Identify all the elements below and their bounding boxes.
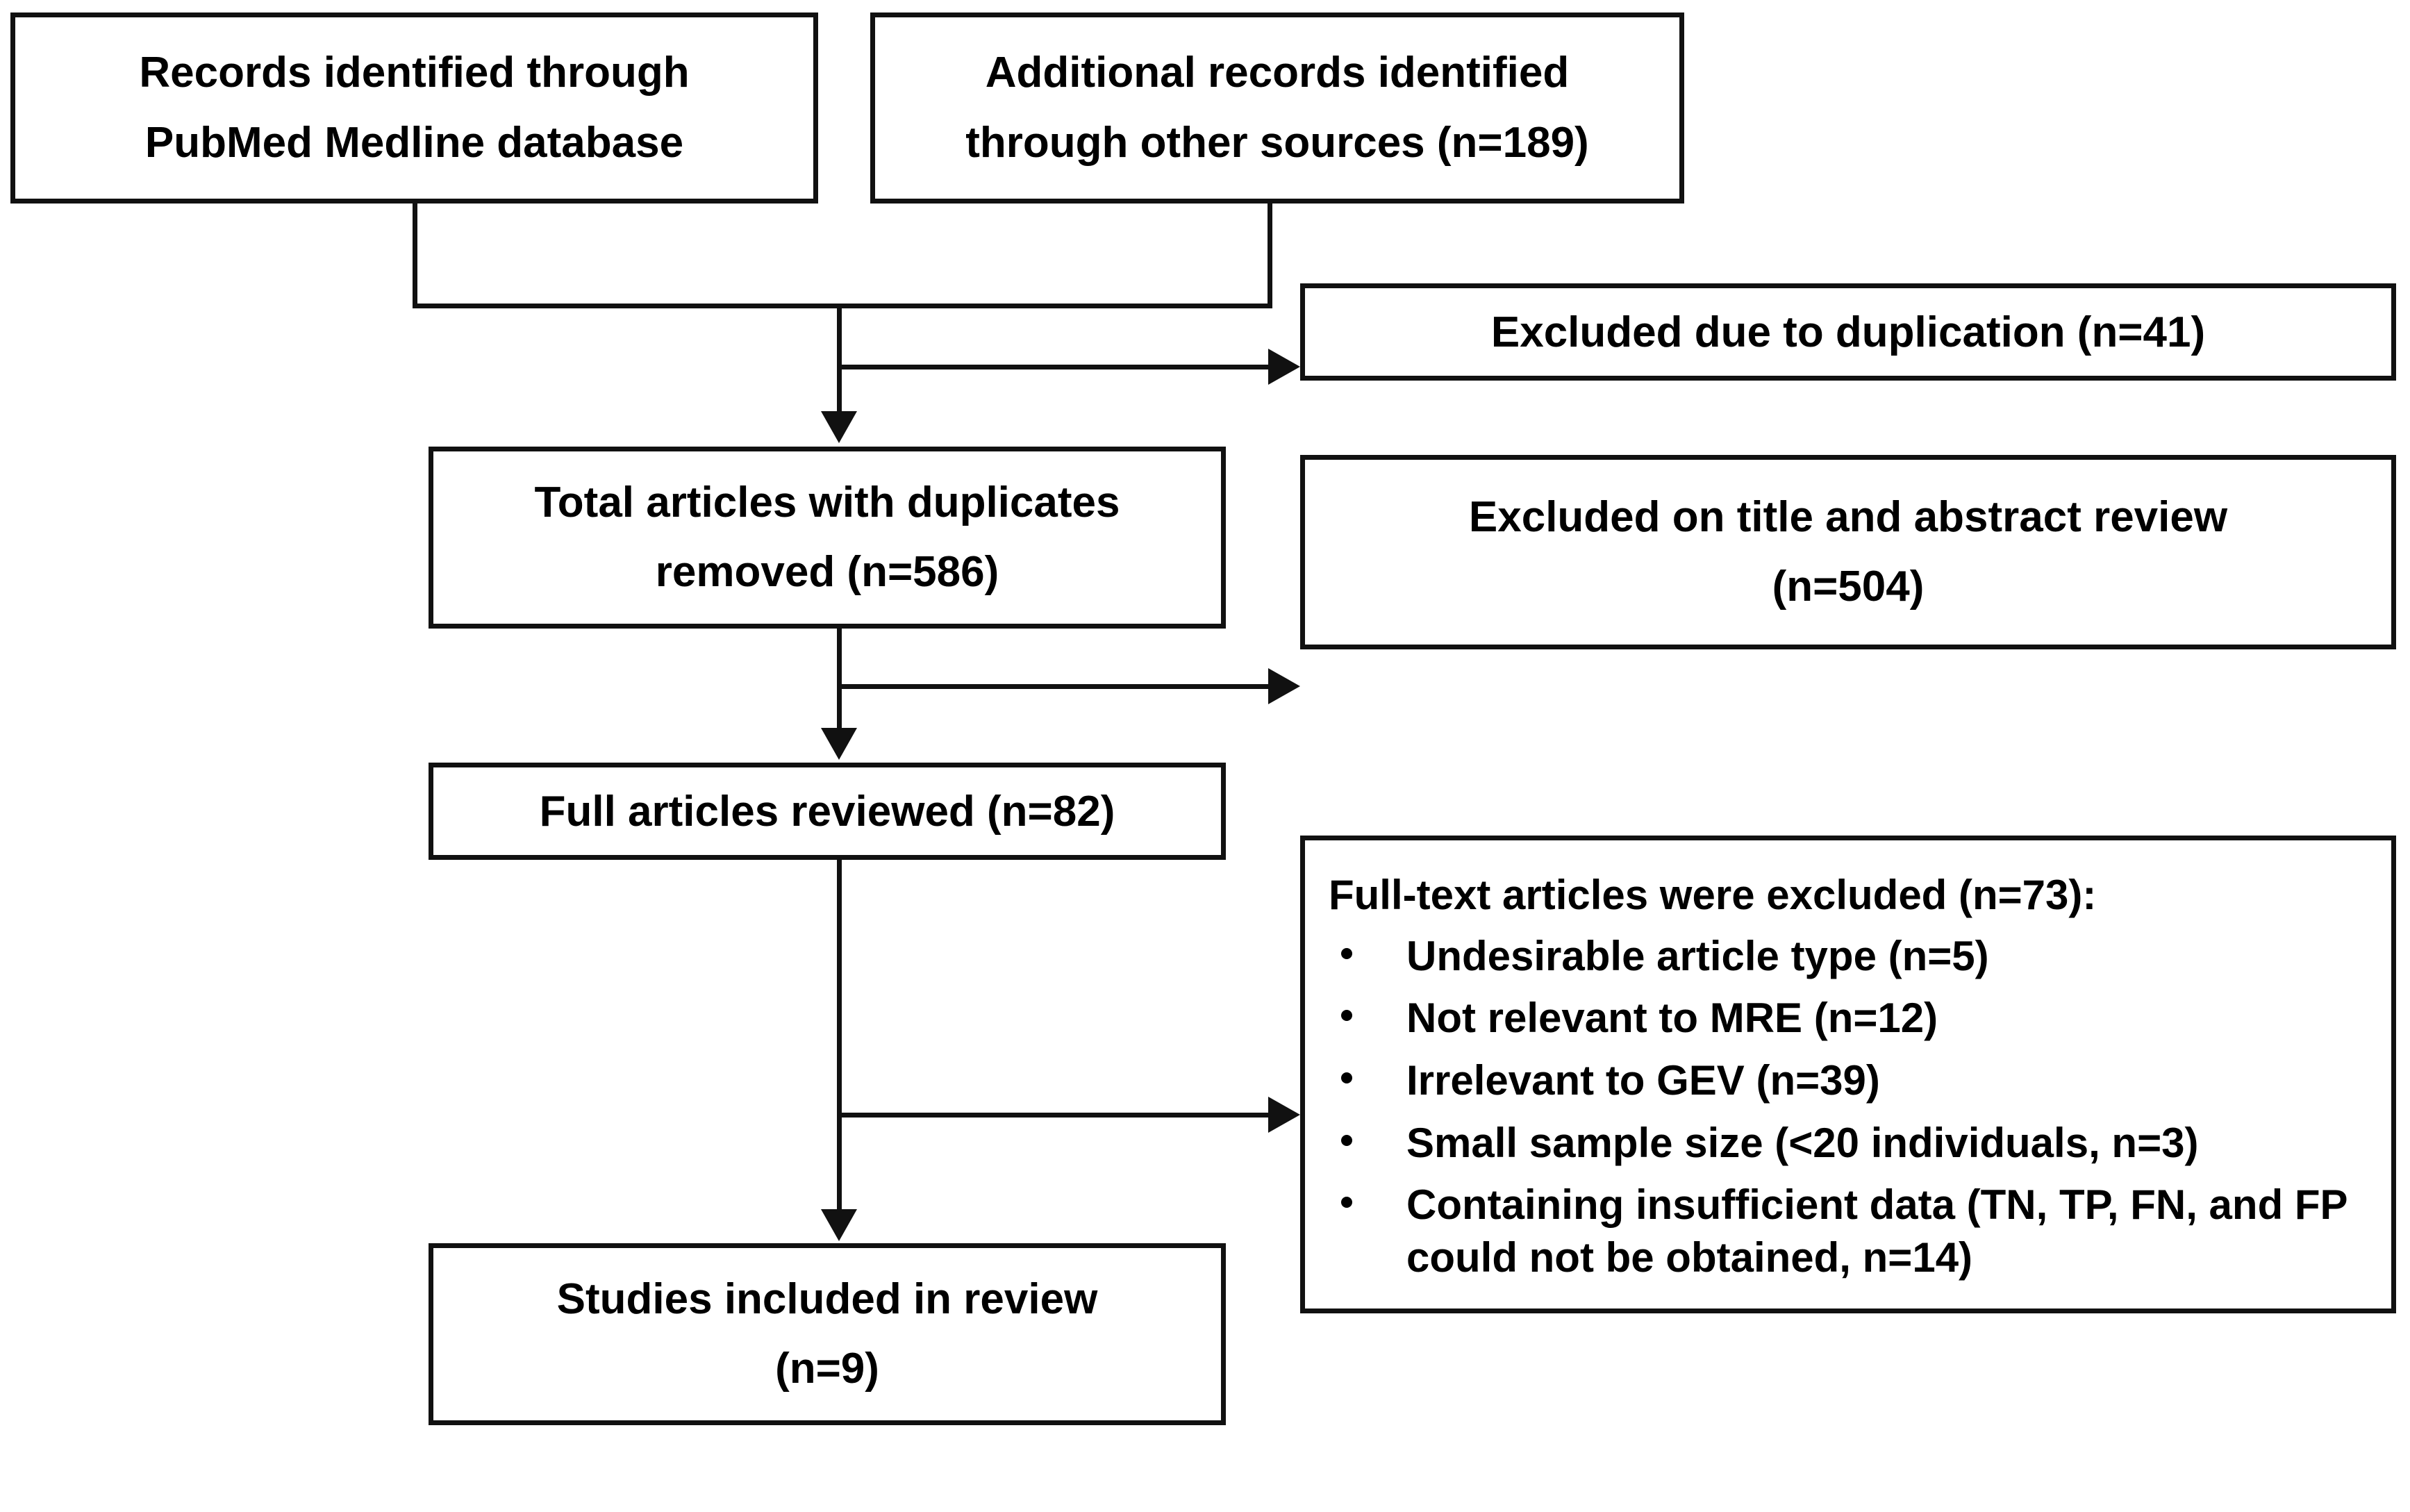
list-item: Not relevant to MRE (n=12) (1329, 992, 2368, 1045)
node-full-articles-reviewed: Full articles reviewed (n=82) (429, 763, 1226, 860)
list-item-label: Containing insufficient data (TN, TP, FN… (1406, 1181, 2347, 1281)
node-excluded-title-abstract-review-line2: (n=504) (1772, 563, 1925, 610)
node-records-identified-pubmed: Records identified through PubMed Medlin… (10, 13, 818, 203)
list-item-label: Small sample size (<20 individuals, n=3) (1406, 1119, 2199, 1166)
list-item-label: Not relevant to MRE (n=12) (1406, 995, 1938, 1042)
node-excluded-due-to-duplication-line1: Excluded due to duplication (n=41) (1490, 308, 2206, 356)
list-item: Irrelevant to GEV (n=39) (1329, 1054, 2368, 1107)
list-item: Containing insufficient data (TN, TP, FN… (1329, 1179, 2368, 1283)
connector-merge-bar (413, 304, 1272, 308)
bullet-icon (1341, 1072, 1352, 1083)
node-full-text-articles-excluded: Full-text articles were excluded (n=73):… (1300, 836, 2396, 1313)
node-additional-records-other-sources-line1: Additional records identified (985, 49, 1570, 97)
node-additional-records-other-sources: Additional records identified through ot… (870, 13, 1684, 203)
arrowhead-to-fullreview (821, 728, 857, 760)
node-full-articles-reviewed-line1: Full articles reviewed (n=82) (539, 787, 1115, 836)
node-records-identified-pubmed-line1: Records identified through (139, 49, 690, 97)
connector-to-fulltext-excluded (837, 1113, 1274, 1118)
list-item: Undesirable article type (n=5) (1329, 930, 2368, 983)
full-text-excluded-heading: Full-text articles were excluded (n=73): (1329, 871, 2097, 918)
arrowhead-to-total (821, 411, 857, 443)
node-excluded-title-abstract-review-line1: Excluded on title and abstract review (1468, 492, 2228, 541)
node-records-identified-pubmed-line2: PubMed Medline database (144, 118, 684, 167)
connector-merge-to-total (837, 304, 842, 415)
arrowhead-to-duplication (1268, 349, 1300, 385)
connector-to-title-abstract (837, 684, 1274, 689)
node-studies-included-in-review-line1: Studies included in review (556, 1274, 1098, 1323)
connector-to-duplication (837, 365, 1274, 369)
node-total-articles-duplicates-removed-line1: Total articles with duplicates (534, 478, 1120, 526)
arrowhead-to-fulltext-excluded (1268, 1097, 1300, 1133)
list-item: Small sample size (<20 individuals, n=3) (1329, 1117, 2368, 1170)
connector-pubmed-stem (413, 203, 417, 308)
node-excluded-due-to-duplication: Excluded due to duplication (n=41) (1300, 283, 2396, 381)
bullet-icon (1341, 1134, 1352, 1146)
connector-fullreview-to-included (837, 860, 842, 1213)
node-excluded-title-abstract-review: Excluded on title and abstract review (n… (1300, 455, 2396, 649)
full-text-excluded-reason-list: Undesirable article type (n=5) Not relev… (1329, 930, 2368, 1284)
bullet-icon (1341, 1010, 1352, 1022)
list-item-label: Irrelevant to GEV (n=39) (1406, 1056, 1880, 1104)
bullet-icon (1341, 947, 1352, 959)
list-item-label: Undesirable article type (n=5) (1406, 932, 1989, 979)
node-studies-included-in-review: Studies included in review (n=9) (429, 1243, 1226, 1425)
connector-total-to-fullreview (837, 629, 842, 731)
arrowhead-to-title-abstract (1268, 668, 1300, 704)
arrowhead-to-included (821, 1209, 857, 1241)
connector-other-sources-stem (1268, 203, 1272, 308)
bullet-icon (1341, 1197, 1352, 1208)
node-total-articles-duplicates-removed-line2: removed (n=586) (655, 548, 999, 596)
node-additional-records-other-sources-line2: through other sources (n=189) (965, 118, 1589, 167)
node-studies-included-in-review-line2: (n=9) (775, 1345, 879, 1393)
node-total-articles-duplicates-removed: Total articles with duplicates removed (… (429, 447, 1226, 629)
